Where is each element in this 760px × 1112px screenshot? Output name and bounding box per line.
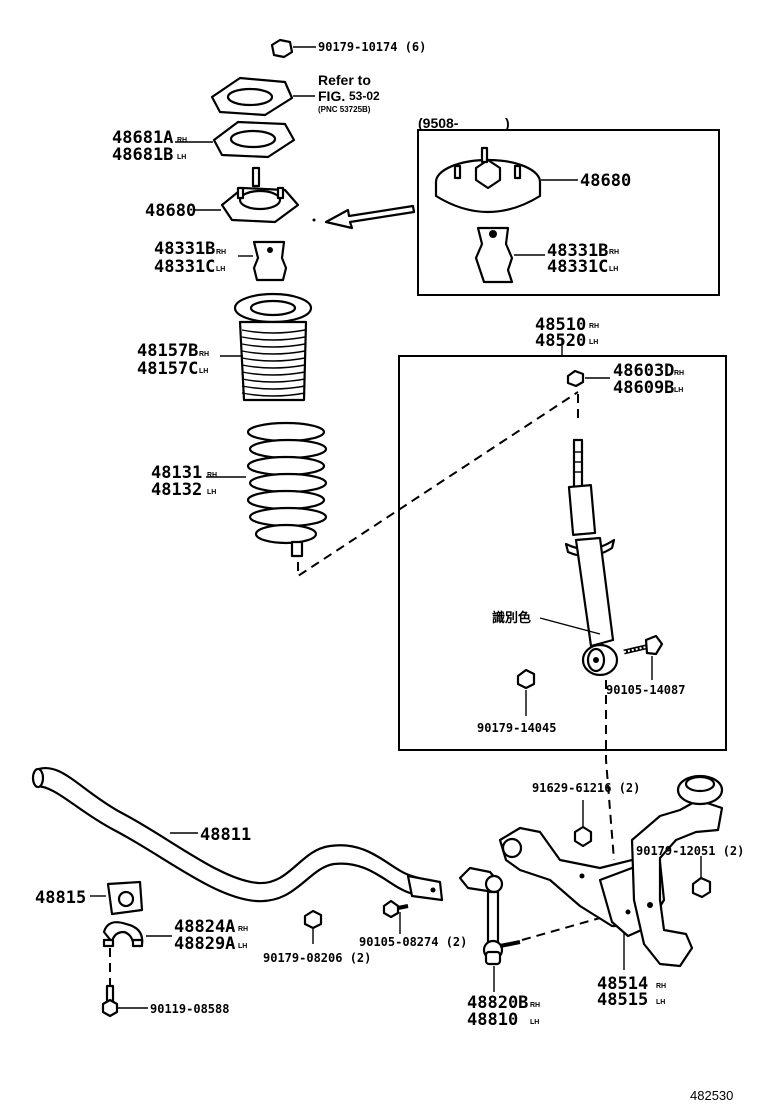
- label-support: 48680: [145, 201, 196, 221]
- stabilizer-bracket-part: [102, 921, 144, 948]
- label-spring-1: 48131: [151, 463, 202, 483]
- pin-61216-part: [573, 825, 593, 848]
- label-bumper-b-inset-sfx: RH: [609, 249, 619, 256]
- label-pin-61216: 91629-61216 (2): [532, 781, 640, 795]
- bumper-inset-part: [474, 226, 514, 284]
- support-part: [220, 166, 300, 224]
- top-nut-part: [270, 38, 294, 59]
- label-absorber-1-sfx: RH: [589, 323, 599, 330]
- stabilizer-bushing-part: [106, 880, 144, 916]
- label-bracket-b: 48829A: [174, 934, 235, 954]
- label-nut-d-sfx: RH: [674, 370, 684, 377]
- bound-bumper-part: [252, 240, 288, 282]
- label-bracket-a: 48824A: [174, 917, 235, 937]
- label-refer-fig: FIG.: [318, 88, 345, 104]
- label-link-b: 48820B: [467, 993, 528, 1013]
- label-date-start: (9508-: [418, 115, 459, 131]
- label-bumper-b-sfx: RH: [216, 249, 226, 256]
- label-arm-1: 48514: [597, 974, 648, 994]
- label-bolt-14087: 90105-14087: [606, 683, 685, 697]
- bolt-14087-part: [623, 634, 664, 656]
- label-bumper-b: 48331B: [154, 239, 215, 259]
- inset-box-late-model: [417, 129, 720, 296]
- nut-14045-part: [516, 668, 536, 690]
- label-arm-2: 48515: [597, 990, 648, 1010]
- label-spacer-a: 48681A: [112, 128, 173, 148]
- label-nut-top: 90179-10174 (6): [318, 40, 426, 54]
- label-stabilizer-bar: 48811: [200, 825, 251, 845]
- label-bolt-08274: 90105-08274 (2): [359, 935, 467, 949]
- label-nut-b-sfx: LH: [674, 387, 683, 394]
- label-bolt-08588: 90119-08588: [150, 1002, 229, 1016]
- stabilizer-bar-part: [31, 767, 444, 903]
- label-spacer-b: 48681B: [112, 145, 173, 165]
- label-bumper-c-inset-sfx: LH: [609, 266, 618, 273]
- label-refer-fig-num: 53-02: [349, 89, 380, 103]
- label-boot-c-sfx: LH: [199, 368, 208, 375]
- label-link-b-sfx: RH: [530, 1002, 540, 1009]
- label-spacer-a-sfx: RH: [177, 137, 187, 144]
- label-spring-2: 48132: [151, 480, 202, 500]
- label-bracket-a-sfx: RH: [238, 926, 248, 933]
- label-spring-2-sfx: LH: [207, 489, 216, 496]
- label-boot-b: 48157B: [137, 341, 198, 361]
- label-link-2-sfx: LH: [530, 1019, 539, 1026]
- label-bushing: 48815: [35, 888, 86, 908]
- spacer-part: [212, 120, 296, 159]
- label-absorber-2: 48520: [535, 331, 586, 351]
- label-ident-color: 識別色: [492, 610, 531, 625]
- arrow-left-icon: [324, 204, 416, 230]
- label-nut-08206: 90179-08206 (2): [263, 951, 371, 965]
- label-nut-b: 48609B: [613, 378, 674, 398]
- lower-arm-part: [498, 774, 724, 968]
- bolt-08588-part: [101, 984, 119, 1018]
- label-bumper-c: 48331C: [154, 257, 215, 277]
- bolt-08274-part: [382, 899, 409, 919]
- stabilizer-link-part: [458, 866, 521, 966]
- label-bumper-c-inset: 48331C: [547, 257, 608, 277]
- label-date-end: ): [505, 115, 510, 131]
- label-support-inset: 48680: [580, 171, 631, 191]
- label-spring-1-sfx: RH: [207, 472, 217, 479]
- label-bumper-b-inset: 48331B: [547, 241, 608, 261]
- label-refer-pnc: (PNC 53725B): [318, 105, 371, 114]
- shock-absorber-part: [564, 438, 619, 677]
- label-link-2: 48810: [467, 1010, 518, 1030]
- label-boot-c: 48157C: [137, 359, 198, 379]
- label-boot-b-sfx: RH: [199, 351, 209, 358]
- label-nut-12051: 90179-12051 (2): [636, 844, 744, 858]
- label-bumper-c-sfx: LH: [216, 266, 225, 273]
- nut-12051-part: [691, 876, 712, 899]
- absorber-nut-part: [566, 369, 585, 388]
- support-inset-part: [434, 146, 542, 213]
- figure-number: 482530: [690, 1088, 733, 1103]
- label-arm-1-sfx: RH: [656, 983, 666, 990]
- label-refer-line1: Refer to: [318, 72, 371, 88]
- coil-spring-part: [246, 421, 328, 558]
- label-absorber-1: 48510: [535, 315, 586, 335]
- label-spacer-b-sfx: LH: [177, 154, 186, 161]
- label-nut-14045: 90179-14045: [477, 721, 556, 735]
- label-bracket-b-sfx: LH: [238, 943, 247, 950]
- label-absorber-2-sfx: LH: [589, 339, 598, 346]
- upper-seal-part: [210, 76, 294, 117]
- label-nut-d: 48603D: [613, 361, 674, 381]
- label-arm-2-sfx: LH: [656, 999, 665, 1006]
- nut-08206-part: [303, 909, 323, 930]
